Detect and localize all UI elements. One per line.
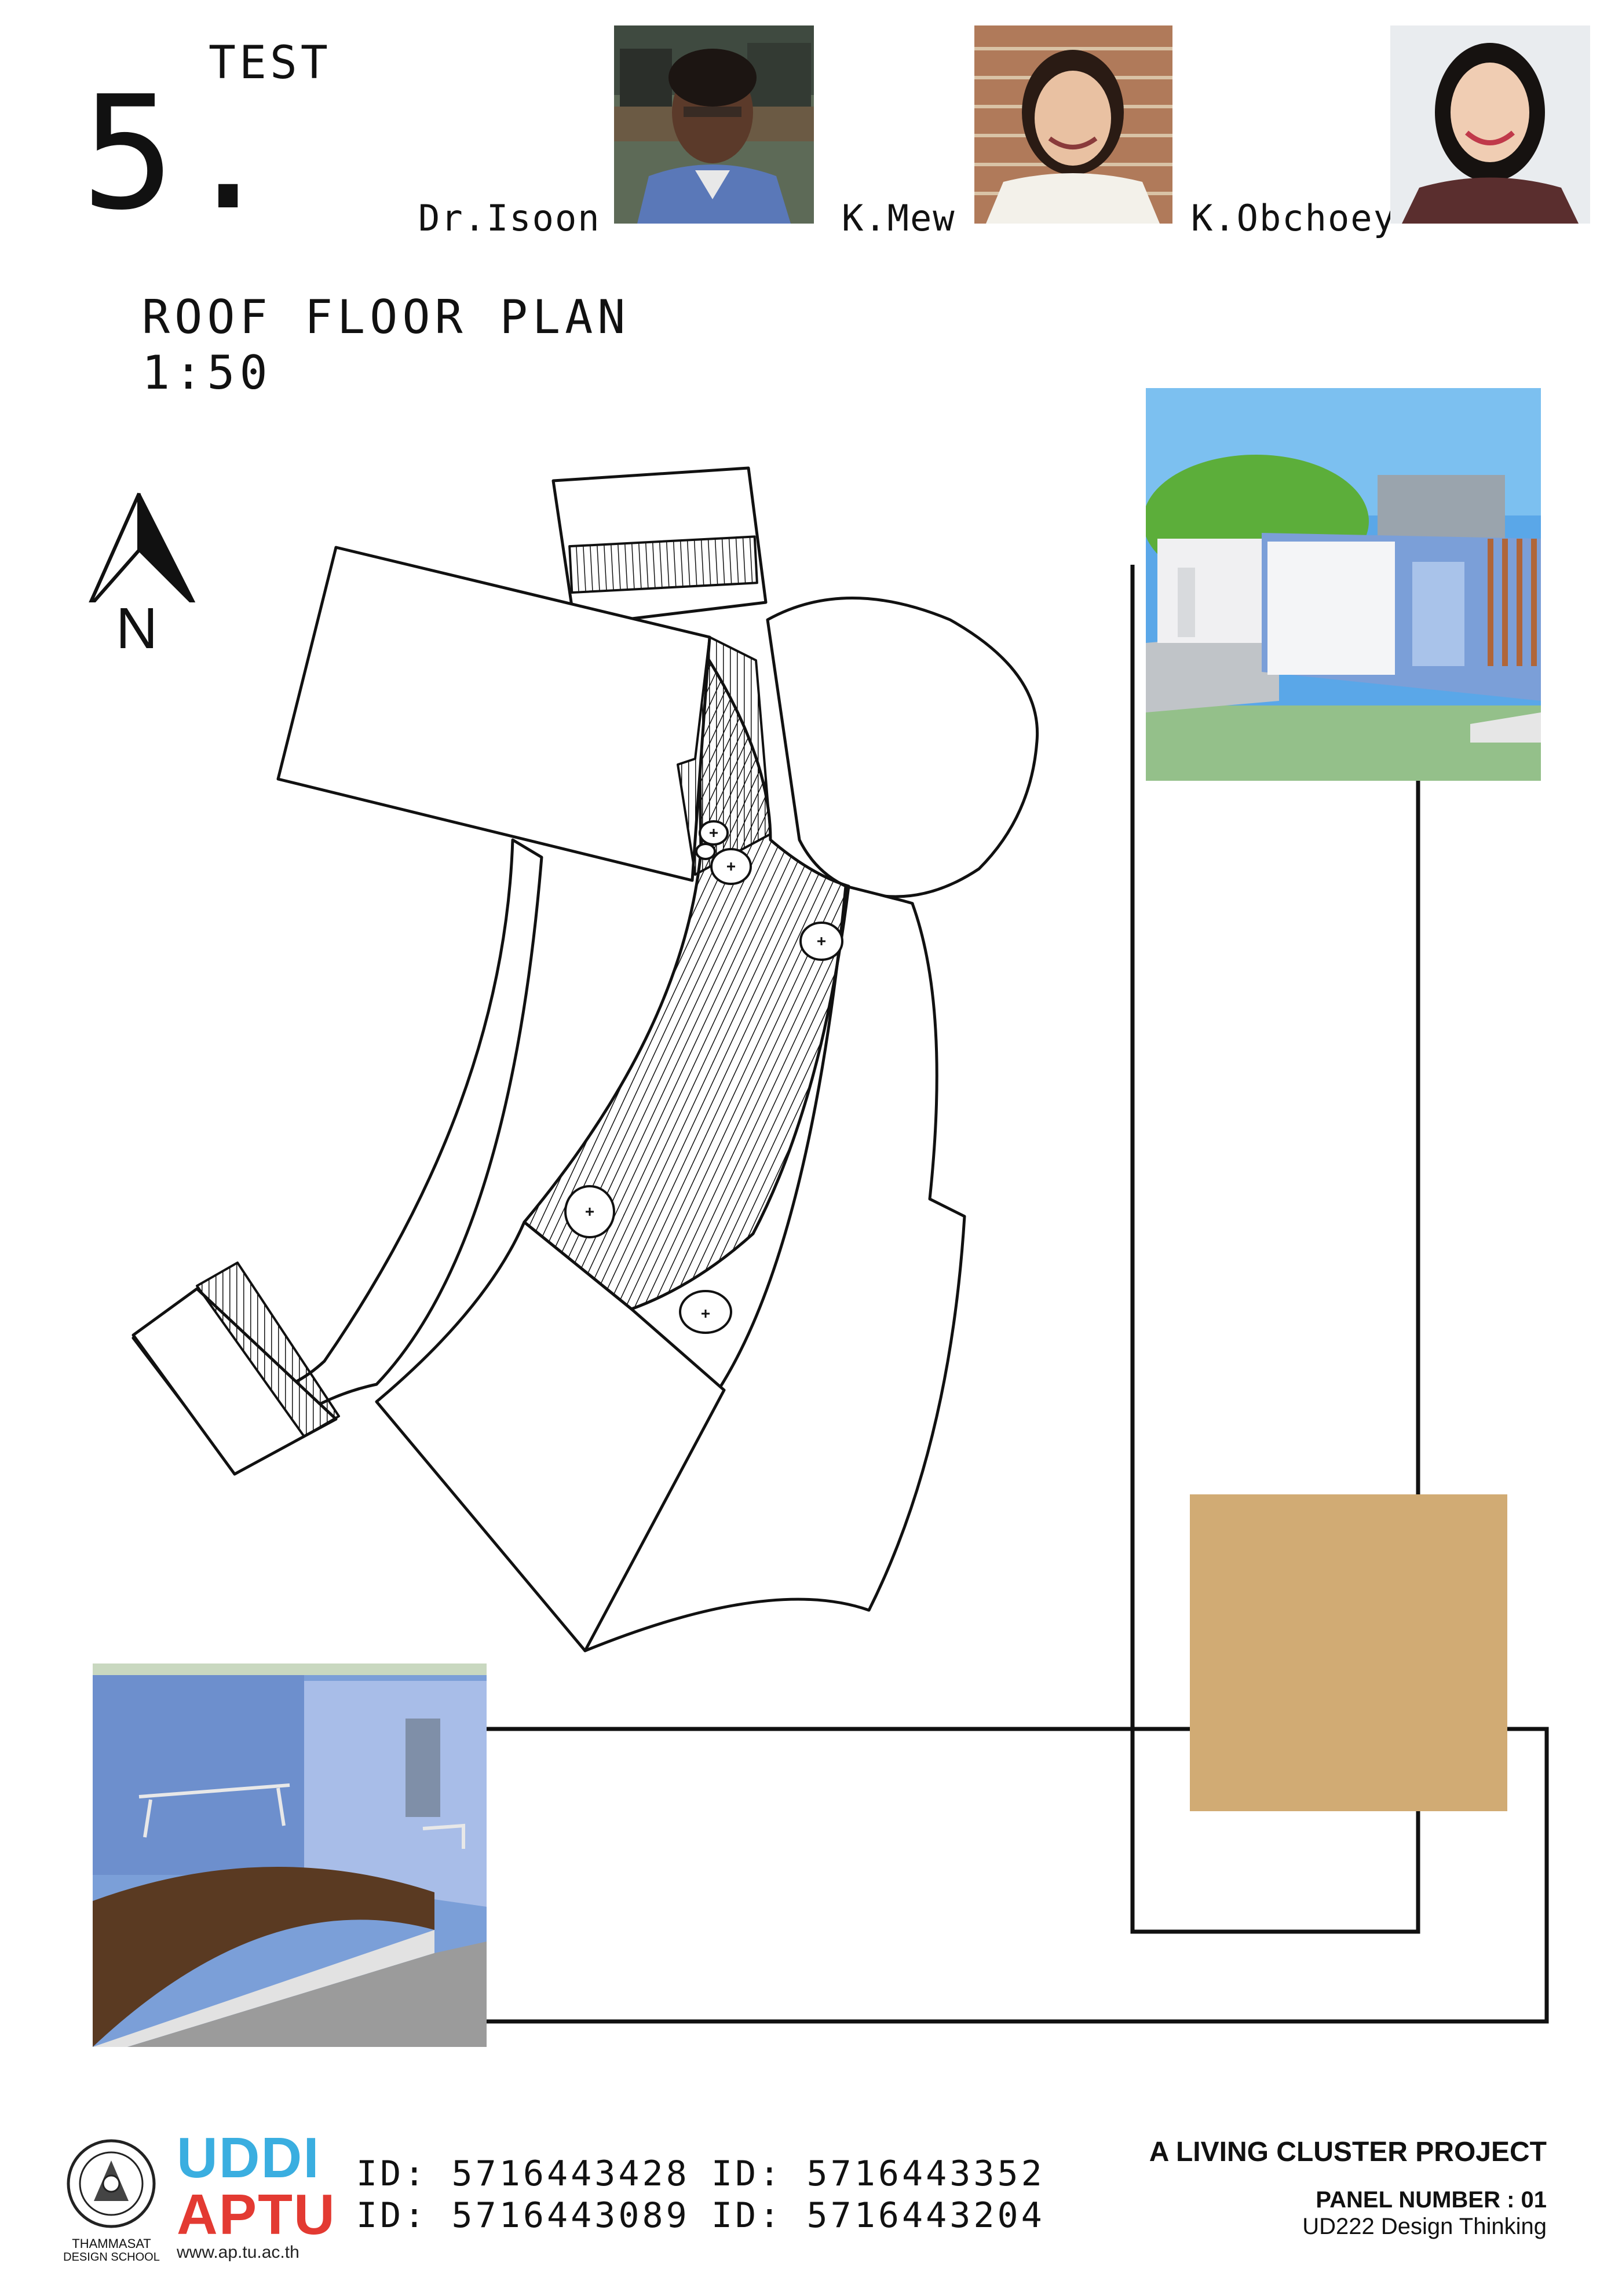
plan-column-crosses [586,829,825,1318]
interior-render [93,1663,487,2047]
material-swatch [1190,1494,1507,1811]
plan-lower-center [375,1220,726,1652]
thammasat-logo: THAMMASAT DESIGN SCHOOL [61,2137,162,2264]
tutor-photo-obchoey [1390,25,1590,224]
logo-aptu: APTU [177,2182,336,2246]
panel-number-label: PANEL NUMBER : 01 [1316,2187,1547,2213]
tutor-photo-isoon [614,25,814,224]
exterior-render [1146,388,1541,781]
tutor-name-obchoey: K.Obchoey [1191,197,1396,239]
plan-round-room [766,597,1039,898]
student-id-2: ID: 5716443352 [711,2154,1045,2194]
school-name: THAMMASAT [72,2236,151,2251]
test-label: TEST [209,37,331,89]
thammasat-seal-icon [67,2139,156,2228]
tutor-name-mew: K.Mew [842,197,956,239]
north-arrow: N [81,487,209,661]
tutor-photo-mew [974,25,1172,224]
plan-right-wing [583,884,966,1652]
school-sub: DESIGN SCHOOL [63,2251,160,2264]
plan-title-block: ROOF FLOOR PLAN 1:50 [142,290,630,401]
panel-number-big: 5. [81,62,282,244]
north-arrow-icon [86,492,198,609]
student-id-3: ID: 5716443089 [356,2195,690,2236]
uddi-aptu-logo: UDDI APTU www.ap.tu.ac.th [177,2126,336,2262]
project-title: A LIVING CLUSTER PROJECT [1149,2137,1547,2167]
plan-left-wing [131,838,543,1473]
student-id-1: ID: 5716443428 [356,2154,690,2194]
course-label: UD222 Design Thinking [1302,2214,1547,2239]
plan-upper-left-block [276,546,711,882]
tutor-name-isoon: Dr.Isoon [418,197,601,239]
logo-uddi: UDDI [177,2126,320,2189]
layout-connector-lines [485,565,1549,2024]
north-label: N [116,596,158,661]
student-id-4: ID: 5716443204 [711,2195,1045,2236]
plan-scale: 1:50 [142,346,272,400]
plan-title: ROOF FLOOR PLAN [142,290,630,344]
logo-url: www.ap.tu.ac.th [177,2243,299,2262]
